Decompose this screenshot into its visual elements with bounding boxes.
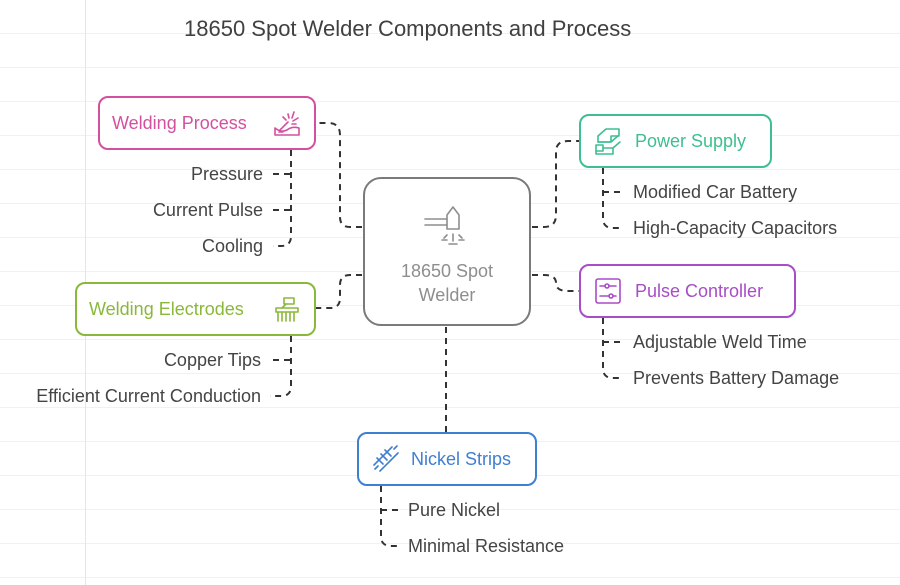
slider-controls-icon [593, 276, 623, 306]
wp-item-pressure: Pressure [190, 164, 263, 184]
welding-electrodes-label: Welding Electrodes [89, 298, 244, 319]
connector-ns-items [380, 486, 399, 547]
welder-tip-icon [424, 206, 465, 245]
page-title: 18650 Spot Welder Components and Process [184, 16, 632, 41]
nickel-strips-label: Nickel Strips [411, 448, 512, 469]
ps-item-car-battery: Modified Car Battery [633, 182, 798, 202]
we-item-current-conduction: Efficient Current Conduction [36, 386, 261, 406]
connector-pc-items [602, 318, 623, 379]
connector-welding-process [316, 122, 362, 228]
wp-item-current-pulse: Current Pulse [152, 200, 263, 220]
ns-item-pure-nickel: Pure Nickel [408, 500, 501, 520]
connector-ps-items [602, 168, 623, 229]
welding-process-label: Welding Process [112, 112, 247, 133]
node-power-supply[interactable]: Power Supply [579, 114, 772, 168]
center-node: 18650 Spot Welder [363, 177, 531, 326]
connector-wp-items [273, 150, 292, 247]
node-pulse-controller[interactable]: Pulse Controller [579, 264, 796, 318]
pc-item-battery-damage: Prevents Battery Damage [633, 368, 840, 388]
power-supply-label: Power Supply [635, 130, 747, 151]
connector-we-items [270, 336, 292, 397]
ns-item-minimal-resistance: Minimal Resistance [408, 536, 565, 556]
strips-icon [371, 444, 401, 474]
pc-item-weld-time: Adjustable Weld Time [633, 332, 807, 352]
connector-welding-electrodes [316, 274, 362, 309]
pulse-controller-label: Pulse Controller [635, 280, 764, 301]
battery-stack-icon [593, 126, 623, 156]
center-label-line2: Welder [418, 285, 476, 305]
node-nickel-strips[interactable]: Nickel Strips [357, 432, 537, 486]
electrode-brush-icon [272, 294, 302, 324]
node-welding-electrodes[interactable]: Welding Electrodes [75, 282, 316, 336]
node-welding-process[interactable]: Welding Process [98, 96, 316, 150]
connector-pulse-controller [532, 274, 579, 292]
ps-item-capacitors: High-Capacity Capacitors [633, 218, 838, 238]
sparks-icon [272, 108, 302, 138]
center-label-line1: 18650 Spot [400, 261, 494, 281]
we-item-copper-tips: Copper Tips [163, 350, 261, 370]
connector-power-supply [532, 140, 579, 228]
wp-item-cooling: Cooling [201, 236, 263, 256]
